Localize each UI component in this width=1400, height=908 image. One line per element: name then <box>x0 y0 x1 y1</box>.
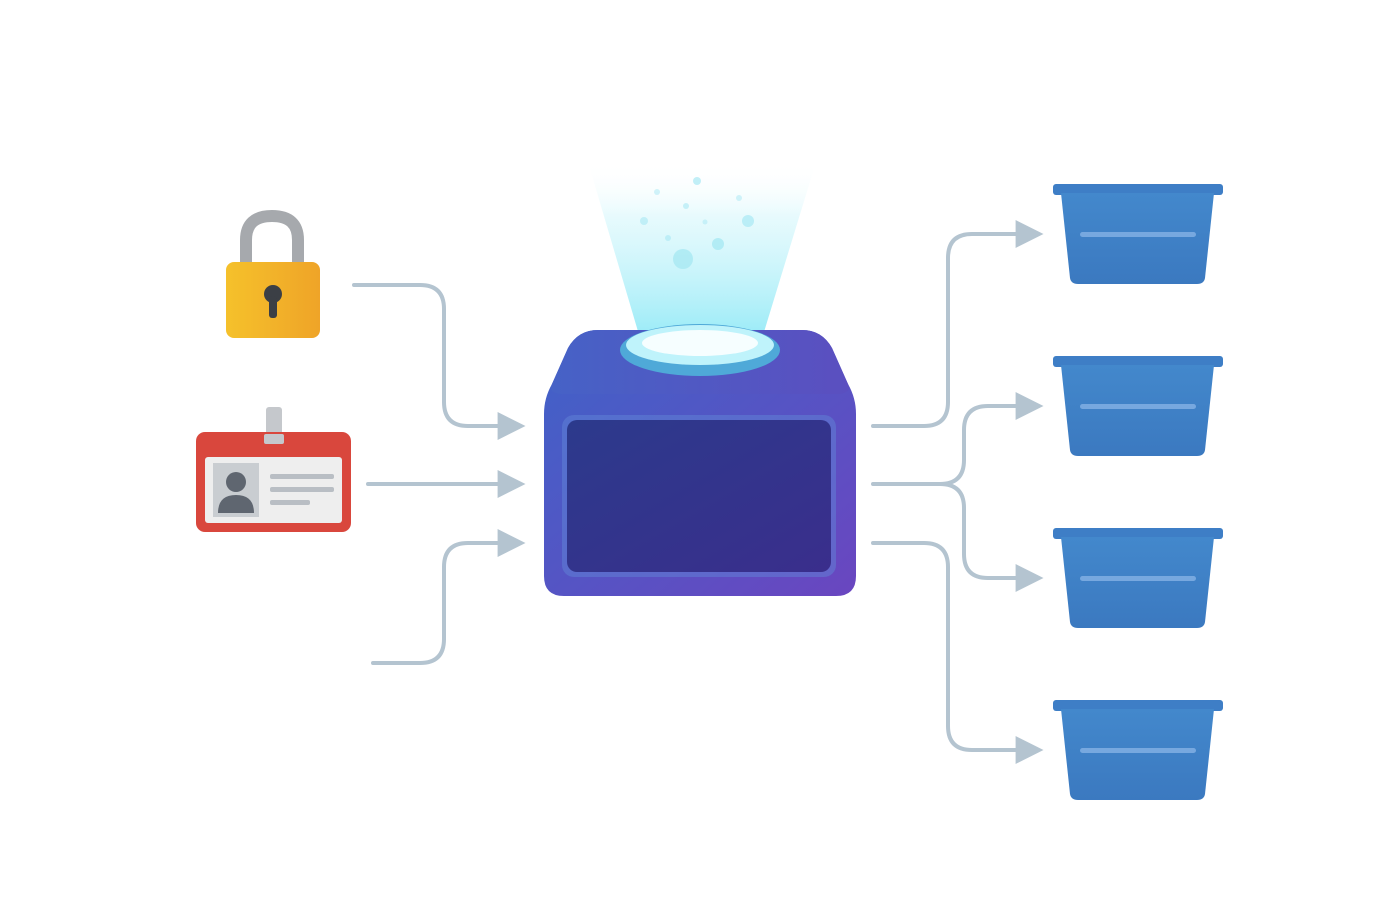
bucket-icon <box>1053 700 1223 800</box>
connector-bucket-2 <box>871 392 1044 486</box>
output-connectors <box>871 220 1044 764</box>
connector-bucket-4 <box>871 541 1044 764</box>
connector-empty-input <box>371 529 526 665</box>
processor-box-icon <box>544 162 856 596</box>
bucket-icon <box>1053 528 1223 628</box>
connector-padlock <box>352 283 526 440</box>
bucket-icon <box>1053 356 1223 456</box>
padlock-icon <box>226 209 320 338</box>
input-connectors <box>352 283 526 665</box>
connector-bucket-1 <box>871 220 1044 428</box>
id-badge-icon <box>196 407 351 532</box>
light-beam <box>588 162 816 345</box>
bucket-icon <box>1053 184 1223 284</box>
connector-bucket-3 <box>938 482 1044 592</box>
beam-particles <box>640 177 754 269</box>
output-buckets <box>1053 184 1223 800</box>
